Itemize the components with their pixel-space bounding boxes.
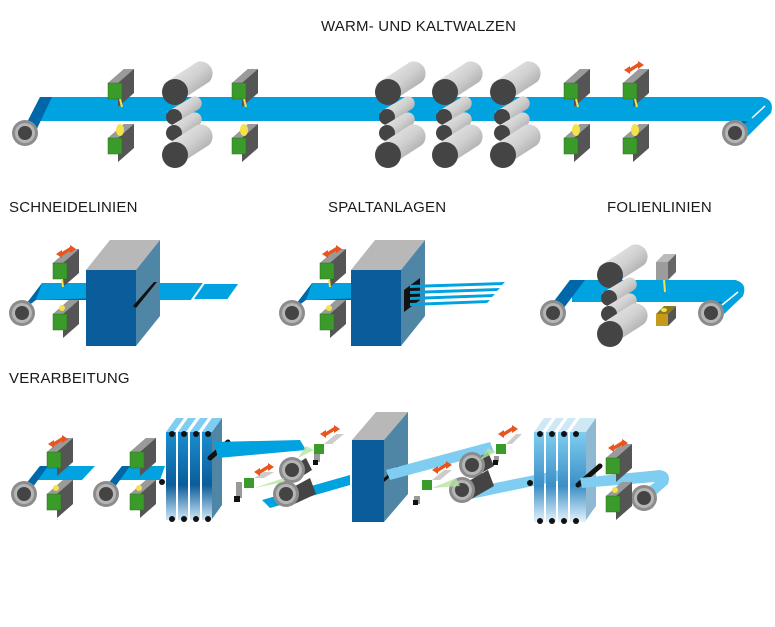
laser-sensor-icon bbox=[298, 425, 344, 465]
thickness-gauge-icon bbox=[319, 245, 347, 339]
section-title-cutting-lines: SCHNEIDELINIEN bbox=[9, 199, 138, 216]
hot-cold-rolling-line bbox=[12, 61, 772, 168]
section-title-slitting-lines: SPALTANLAGEN bbox=[328, 199, 447, 216]
coil-icon bbox=[540, 300, 566, 326]
coil-icon bbox=[459, 452, 494, 478]
section-title-hot-cold-rolling: WARM- UND KALTWALZEN bbox=[321, 18, 517, 35]
coil-icon bbox=[273, 478, 316, 507]
coil-icon bbox=[279, 300, 305, 326]
section-title-foil-lines: FOLIENLINIEN bbox=[607, 199, 712, 216]
slit-strips bbox=[410, 282, 505, 306]
coil-icon bbox=[698, 300, 724, 326]
foil-line bbox=[540, 244, 745, 347]
coil-icon bbox=[631, 485, 657, 511]
coil-icon bbox=[279, 457, 312, 483]
accumulator-panels bbox=[527, 418, 603, 524]
coil-icon bbox=[93, 481, 119, 507]
thickness-gauge-icon bbox=[231, 68, 259, 163]
laser-sensor-icon bbox=[413, 461, 460, 505]
coil-icon bbox=[9, 300, 35, 326]
cutting-machine-icon bbox=[351, 240, 425, 346]
laser-sensor-icon bbox=[656, 254, 676, 326]
section-title-processing: VERARBEITUNG bbox=[9, 370, 130, 387]
processing-line bbox=[11, 412, 669, 524]
coil-icon bbox=[449, 470, 494, 503]
thickness-gauge-icon bbox=[605, 439, 633, 521]
accumulator-panels bbox=[159, 418, 231, 522]
coil-icon bbox=[11, 481, 37, 507]
thickness-gauge-icon bbox=[107, 68, 135, 163]
thickness-gauge-icon bbox=[46, 435, 74, 519]
slitting-line bbox=[279, 240, 505, 346]
cutting-machine-icon bbox=[86, 240, 160, 346]
laser-sensor-icon bbox=[480, 425, 522, 465]
thickness-gauge-icon bbox=[622, 61, 650, 163]
thickness-gauge-icon bbox=[129, 437, 157, 519]
thickness-gauge-icon bbox=[52, 245, 80, 339]
cutting-line bbox=[9, 240, 242, 346]
laser-sensor-icon bbox=[234, 463, 284, 502]
thickness-gauge-icon bbox=[563, 68, 591, 163]
coil-icon bbox=[12, 120, 38, 146]
coil-icon bbox=[722, 120, 748, 146]
cutting-machine-icon bbox=[352, 412, 408, 522]
